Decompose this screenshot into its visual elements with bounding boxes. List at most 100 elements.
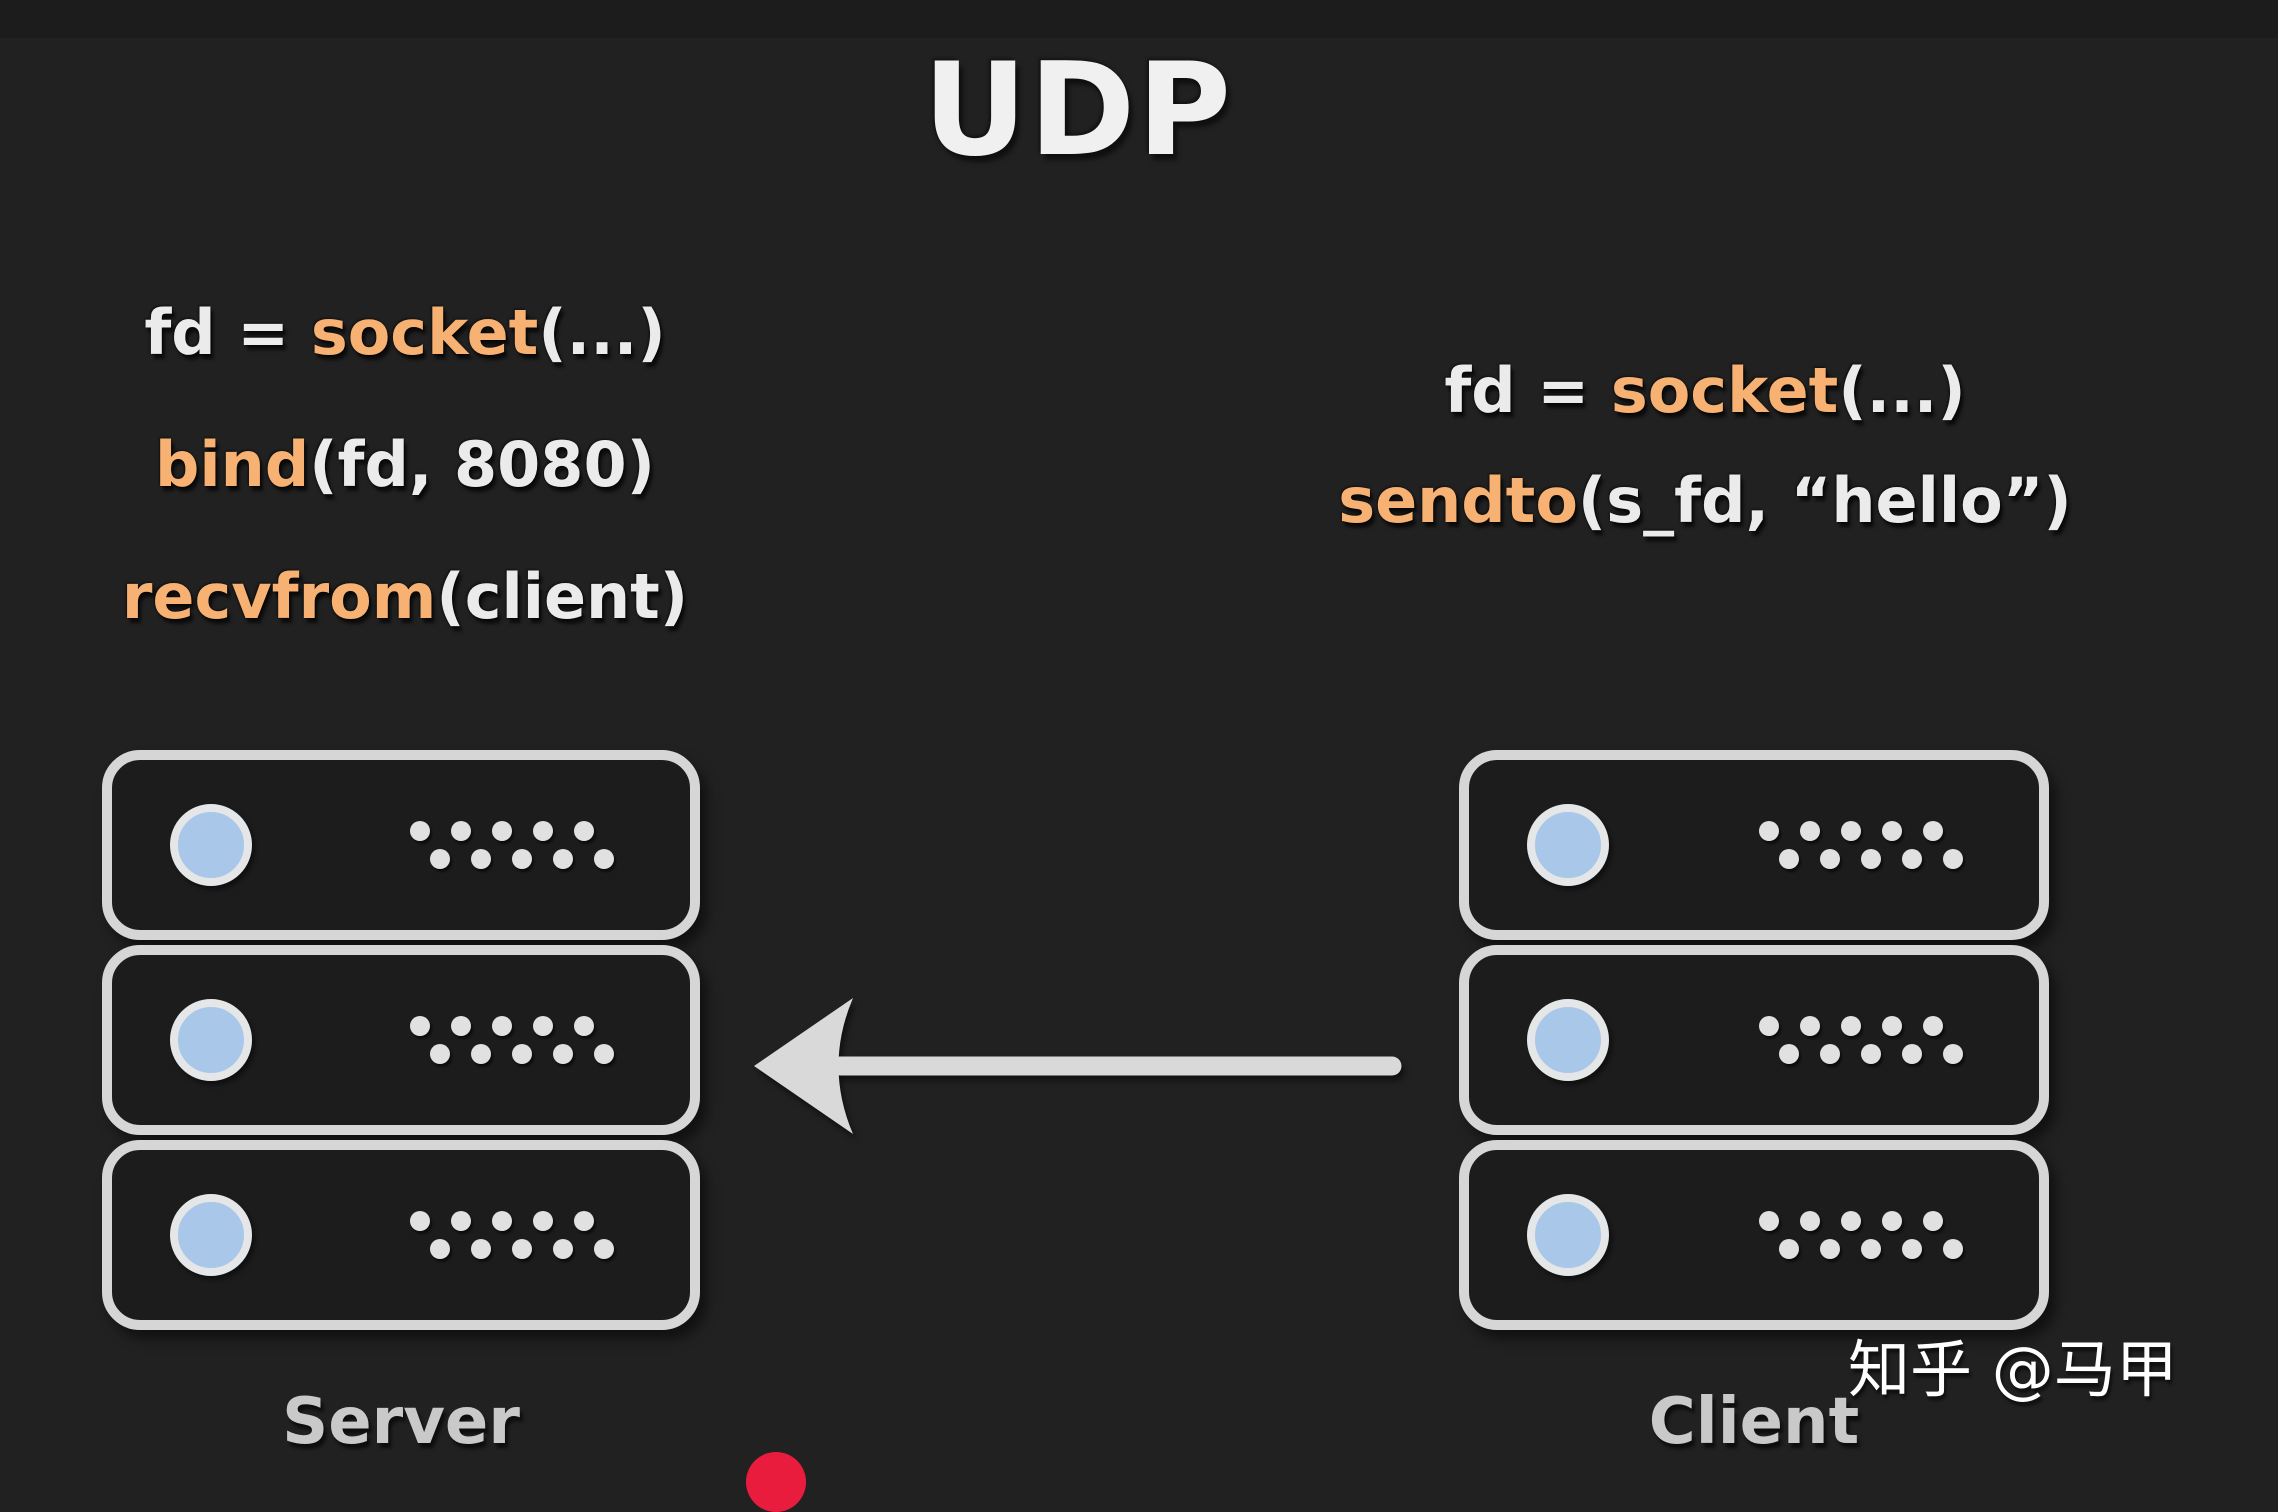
code-segment: (s_fd, “hello”) [1577,464,2072,537]
vent-dot-icon [1779,1044,1799,1064]
power-led-icon [1527,804,1609,886]
vent-dot-icon [574,821,594,841]
code-segment: sendto [1338,464,1578,537]
vent-dot-icon [1861,1239,1881,1259]
vent-dot-icon [492,1211,512,1231]
vent-dots [410,821,614,869]
vent-dot-icon [1779,1239,1799,1259]
vent-dot-row [410,1016,614,1036]
code-segment: bind [155,428,310,501]
vent-dot-icon [533,821,553,841]
vent-dot-icon [1861,1044,1881,1064]
code-segment: recvfrom [121,560,437,633]
vent-dot-icon [594,849,614,869]
vent-dot-icon [410,821,430,841]
vent-dot-row [430,1239,614,1259]
vent-dot-icon [1902,1044,1922,1064]
vent-dot-icon [1820,1044,1840,1064]
code-line: recvfrom(client) [60,566,750,628]
vent-dots [1759,1211,1963,1259]
vent-dots [410,1211,614,1259]
vent-dot-icon [1943,1239,1963,1259]
vent-dot-icon [471,1239,491,1259]
page-title: UDP [923,36,1233,185]
vent-dot-row [430,849,614,869]
red-dot [746,1452,806,1512]
code-segment: (fd, 8080) [309,428,655,501]
vent-dot-icon [430,1044,450,1064]
power-led-icon [1527,999,1609,1081]
server-rack [102,750,700,1330]
vent-dots [410,1016,614,1064]
code-line: fd = socket(...) [60,302,750,364]
top-band [0,0,2278,38]
power-led-icon [170,999,252,1081]
vent-dot-icon [594,1239,614,1259]
vent-dot-icon [471,849,491,869]
vent-dot-row [1779,849,1963,869]
power-led-icon [170,1194,252,1276]
rack-unit [1459,945,2049,1135]
vent-dot-icon [1779,849,1799,869]
vent-dot-icon [1861,849,1881,869]
vent-dots [1759,821,1963,869]
rack-unit [102,1140,700,1330]
code-segment: (...) [538,296,666,369]
vent-dot-row [1759,821,1963,841]
server-label: Server [282,1385,520,1459]
vent-dot-icon [1882,1016,1902,1036]
vent-dot-icon [1841,1211,1861,1231]
vent-dot-icon [1800,821,1820,841]
vent-dot-icon [512,1239,532,1259]
vent-dot-icon [1759,821,1779,841]
vent-dots [1759,1016,1963,1064]
vent-dot-icon [1800,1211,1820,1231]
vent-dot-icon [1923,821,1943,841]
vent-dot-row [430,1044,614,1064]
transfer-arrow [754,998,1402,1134]
vent-dot-icon [574,1211,594,1231]
watermark: 知乎 @马甲 [1848,1333,2178,1406]
vent-dot-icon [471,1044,491,1064]
vent-dot-icon [1882,1211,1902,1231]
code-segment: (...) [1838,354,1966,427]
vent-dot-row [410,1211,614,1231]
vent-dot-icon [553,1239,573,1259]
vent-dot-icon [574,1016,594,1036]
vent-dot-icon [410,1211,430,1231]
vent-dot-icon [1820,849,1840,869]
vent-dot-icon [1943,1044,1963,1064]
vent-dot-icon [430,849,450,869]
vent-dot-icon [1943,849,1963,869]
vent-dot-row [410,821,614,841]
code-segment: socket [1610,354,1839,427]
code-line: sendto(s_fd, “hello”) [1270,470,2140,532]
vent-dot-icon [1882,821,1902,841]
vent-dot-row [1759,1211,1963,1231]
rack-unit [1459,750,2049,940]
power-led-icon [1527,1194,1609,1276]
client-label: Client [1648,1385,1860,1459]
code-line: bind(fd, 8080) [60,434,750,496]
vent-dot-icon [1820,1239,1840,1259]
code-segment: socket [310,296,539,369]
vent-dot-icon [1923,1211,1943,1231]
rack-unit [102,945,700,1135]
vent-dot-icon [553,849,573,869]
client-code-block: fd = socket(...) sendto(s_fd, “hello”) [1270,360,2140,580]
vent-dot-icon [553,1044,573,1064]
code-line: fd = socket(...) [1270,360,2140,422]
code-segment: fd = [144,296,311,369]
rack-unit [102,750,700,940]
vent-dot-icon [1841,1016,1861,1036]
vent-dot-icon [512,1044,532,1064]
vent-dot-icon [512,849,532,869]
vent-dot-icon [492,1016,512,1036]
server-code-block: fd = socket(...) bind(fd, 8080) recvfrom(c… [60,302,750,698]
vent-dot-icon [451,1016,471,1036]
vent-dot-icon [1800,1016,1820,1036]
vent-dot-row [1779,1044,1963,1064]
arrowhead-icon [754,998,853,1134]
vent-dot-row [1779,1239,1963,1259]
vent-dot-icon [1902,849,1922,869]
